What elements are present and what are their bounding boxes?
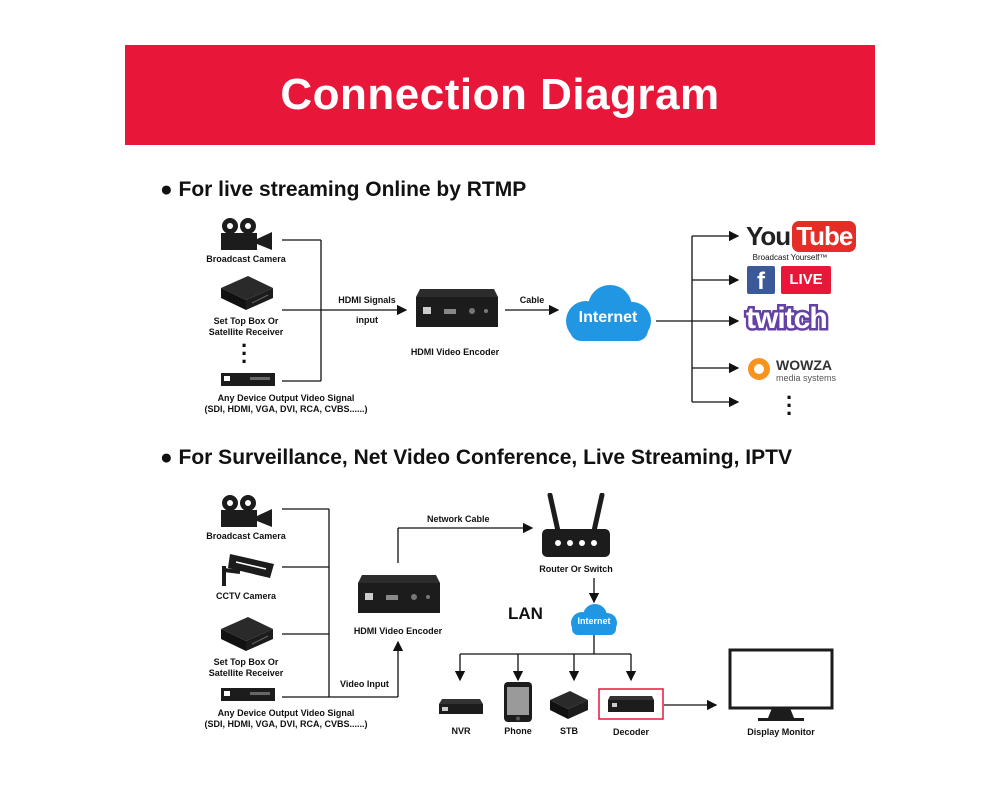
set-top-box-icon: [221, 276, 273, 310]
display-monitor-icon: [728, 648, 834, 721]
hdmi-encoder-icon: [358, 575, 440, 613]
any-device-label-4: (SDI, HDMI, VGA, DVI, RCA, CVBS......): [204, 719, 368, 729]
live-badge: LIVE: [781, 266, 831, 294]
broadcast-camera-icon: [221, 495, 272, 527]
internet-cloud-icon: [571, 604, 617, 635]
more-platforms-dots: ···: [786, 385, 794, 426]
input-label: input: [356, 315, 378, 325]
stb-label: STB: [560, 726, 578, 736]
set-top-box-label-2: Satellite Receiver: [208, 327, 284, 337]
network-cable-label: Network Cable: [427, 514, 490, 524]
broadcast-camera-label-2: Broadcast Camera: [206, 531, 286, 541]
cctv-camera-label: CCTV Camera: [215, 591, 277, 601]
any-device-label-1: Any Device Output Video Signal: [217, 393, 355, 403]
youtube-you-text: You: [746, 221, 791, 251]
twitch-logo: twitch: [744, 300, 831, 338]
any-device-icon: [221, 688, 275, 701]
page-title: Connection Diagram: [280, 70, 720, 119]
nvr-icon: [439, 699, 483, 714]
encoder-label: HDMI Video Encoder: [410, 347, 500, 357]
facebook-icon: f: [747, 266, 775, 295]
phone-icon: [504, 682, 532, 722]
internet-cloud-icon: [566, 285, 651, 341]
router-icon: [542, 493, 610, 557]
any-device-icon: [221, 373, 275, 386]
wowza-icon: [748, 358, 770, 380]
encoder-label-2: HDMI Video Encoder: [353, 626, 443, 636]
title-banner: Connection Diagram: [125, 45, 875, 145]
section1-heading: ● For live streaming Online by RTMP: [160, 178, 527, 201]
wowza-subtext: media systems: [776, 373, 837, 383]
lan-label: LAN: [508, 604, 543, 623]
section2-heading: ● For Surveillance, Net Video Conference…: [160, 446, 792, 469]
wowza-logo-text: WOWZA: [776, 357, 832, 373]
set-top-box-label-3: Set Top Box Or: [213, 657, 279, 667]
broadcast-camera-label: Broadcast Camera: [206, 254, 286, 264]
cctv-camera-icon: [222, 554, 274, 586]
youtube-tube-text: Tube: [792, 221, 857, 252]
phone-label: Phone: [504, 726, 532, 736]
broadcast-camera-icon: [221, 218, 272, 250]
any-device-label-2: (SDI, HDMI, VGA, DVI, RCA, CVBS......): [204, 404, 368, 414]
hdmi-signals-label: HDMI Signals: [338, 295, 396, 305]
router-label: Router Or Switch: [539, 564, 613, 574]
youtube-tagline: Broadcast Yourself™: [752, 253, 828, 262]
display-monitor-label: Display Monitor: [747, 727, 815, 737]
video-input-label: Video Input: [340, 679, 389, 689]
decoder-icon: [598, 688, 664, 720]
decoder-label: Decoder: [612, 727, 649, 737]
stb-icon: [550, 691, 588, 719]
internet-label-2: Internet: [577, 616, 611, 626]
nvr-label: NVR: [451, 726, 471, 736]
set-top-box-label-1: Set Top Box Or: [213, 316, 279, 326]
more-sources-dots: ···: [241, 333, 249, 374]
set-top-box-label-4: Satellite Receiver: [208, 668, 284, 678]
cable-label: Cable: [519, 295, 545, 305]
hdmi-encoder-icon: [416, 289, 498, 327]
internet-label: Internet: [578, 309, 638, 326]
any-device-label-3: Any Device Output Video Signal: [217, 708, 355, 718]
set-top-box-icon: [221, 617, 273, 651]
